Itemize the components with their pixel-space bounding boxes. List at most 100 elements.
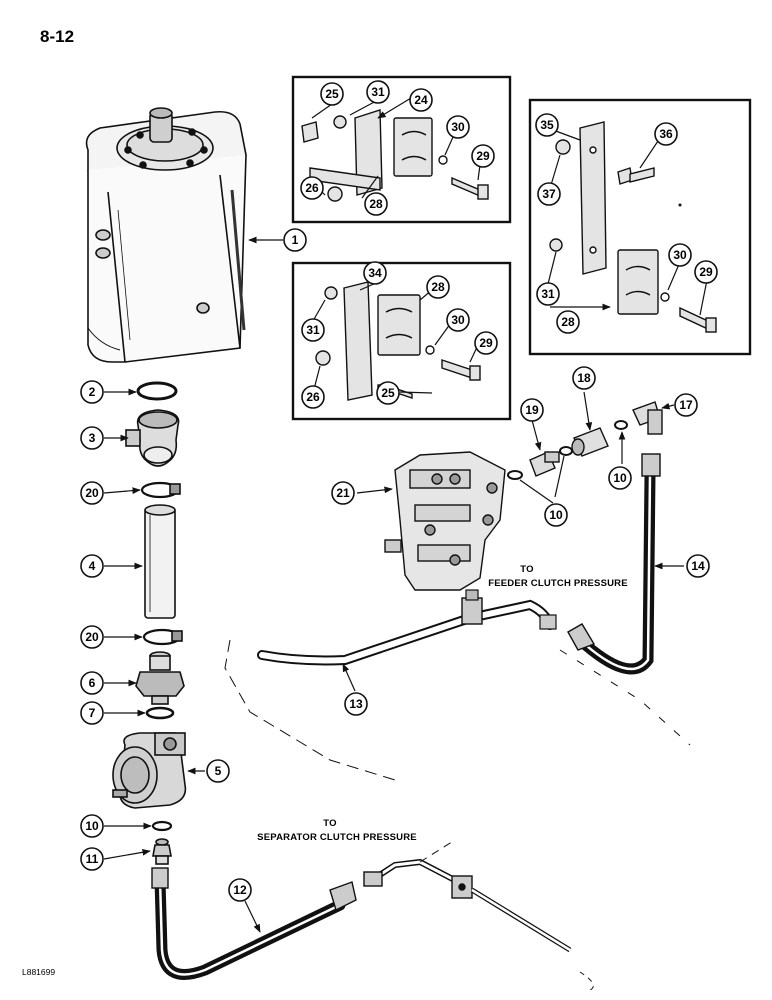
callout-30: 30 — [668, 243, 692, 267]
callout-circle — [446, 308, 470, 332]
callout-number: 3 — [89, 431, 96, 445]
callout-number: 1 — [292, 233, 299, 247]
callout-12: 12 — [228, 878, 252, 902]
callout-circle — [331, 481, 355, 505]
callout-31: 31 — [366, 80, 390, 104]
callout-31: 31 — [536, 282, 560, 306]
callout-number: 20 — [85, 486, 99, 500]
callout-number: 28 — [431, 280, 445, 294]
callout-circle — [206, 759, 230, 783]
callout-number: 28 — [369, 197, 383, 211]
callout-number: 30 — [451, 313, 465, 327]
callout-number: 5 — [215, 764, 222, 778]
hose-12 — [151, 867, 357, 980]
callout-29: 29 — [694, 260, 718, 284]
separator-note-to: TO — [323, 818, 336, 829]
callout-circle — [474, 331, 498, 355]
callout-circle — [686, 554, 710, 578]
callout-number: 29 — [479, 336, 493, 350]
callout-28: 28 — [556, 310, 580, 334]
callout-number: 10 — [613, 471, 627, 485]
figure-reference: L881699 — [22, 967, 55, 977]
callout-circle — [572, 366, 596, 390]
callout-circle — [320, 82, 344, 106]
callout-circle — [80, 380, 104, 404]
callout-circle — [668, 243, 692, 267]
callout-number: 28 — [561, 315, 575, 329]
callout-number: 17 — [679, 398, 693, 412]
callout-10: 10 — [544, 503, 568, 527]
callout-26: 26 — [300, 176, 324, 200]
callout-number: 30 — [673, 248, 687, 262]
callout-10: 10 — [80, 814, 104, 838]
callout-number: 25 — [325, 87, 339, 101]
bracket-inset-c — [528, 98, 752, 356]
callout-number: 36 — [659, 127, 673, 141]
callout-number: 10 — [549, 508, 563, 522]
callout-20: 20 — [80, 481, 104, 505]
callout-number: 37 — [542, 187, 556, 201]
callout-number: 12 — [233, 883, 247, 897]
callout-circle — [80, 554, 104, 578]
callout-circle — [80, 426, 104, 450]
callout-circle — [80, 481, 104, 505]
callout-circle — [556, 310, 580, 334]
callout-31: 31 — [301, 318, 325, 342]
callout-circle — [674, 393, 698, 417]
callout-circle — [80, 847, 104, 871]
callout-30: 30 — [446, 308, 470, 332]
leader-lines — [103, 94, 708, 933]
reservoir-tank — [85, 107, 247, 363]
callout-number: 13 — [349, 697, 363, 711]
callout-circle — [544, 503, 568, 527]
callout-circle — [80, 625, 104, 649]
callout-number: 31 — [541, 287, 555, 301]
callout-circle — [426, 275, 450, 299]
callout-number: 11 — [86, 852, 99, 866]
callout-number: 26 — [306, 390, 320, 404]
callout-circle — [228, 878, 252, 902]
callout-circle — [537, 182, 561, 206]
callout-36: 36 — [654, 122, 678, 146]
control-valve — [384, 451, 506, 591]
callout-circle — [344, 692, 368, 716]
callout-19: 19 — [520, 398, 544, 422]
callout-circle — [364, 192, 388, 216]
callout-circle — [608, 466, 632, 490]
callout-circle — [520, 398, 544, 422]
callout-2: 2 — [80, 380, 104, 404]
callout-7: 7 — [80, 701, 104, 725]
callout-circle — [694, 260, 718, 284]
callout-28: 28 — [364, 192, 388, 216]
callout-number: 19 — [525, 403, 539, 417]
page-number: 8-12 — [40, 27, 74, 46]
callout-29: 29 — [474, 331, 498, 355]
callout-number: 25 — [381, 386, 395, 400]
callout-number: 18 — [577, 371, 591, 385]
callout-5: 5 — [206, 759, 230, 783]
callout-number: 14 — [691, 559, 705, 573]
callout-number: 34 — [368, 266, 382, 280]
callout-circle — [535, 113, 559, 137]
callout-balloons: 1234567101010111213141718192020212425262… — [80, 80, 718, 902]
callout-number: 35 — [540, 118, 554, 132]
callout-11: 11 — [80, 847, 104, 871]
callout-circle — [80, 671, 104, 695]
callout-circle — [409, 88, 433, 112]
callout-number: 29 — [476, 149, 490, 163]
callout-29: 29 — [471, 144, 495, 168]
callout-circle — [80, 701, 104, 725]
callout-circle — [80, 814, 104, 838]
callout-number: 30 — [451, 120, 465, 134]
callout-number: 24 — [414, 93, 428, 107]
callout-number: 29 — [699, 265, 713, 279]
callout-24: 24 — [409, 88, 433, 112]
callout-circle — [654, 122, 678, 146]
hose-14 — [567, 453, 661, 675]
callout-25: 25 — [320, 82, 344, 106]
callout-circle — [301, 318, 325, 342]
callout-4: 4 — [80, 554, 104, 578]
valve-fittings — [507, 401, 663, 480]
callout-number: 31 — [371, 85, 385, 99]
